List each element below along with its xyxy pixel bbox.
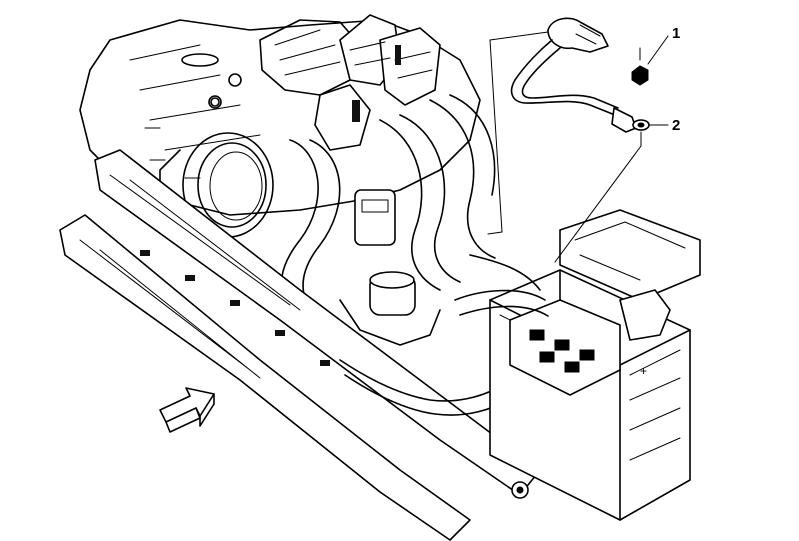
- battery-cables: [454, 254, 549, 317]
- leader-lines: [487, 31, 642, 263]
- front-direction-arrow: [159, 387, 215, 433]
- wiring-connectors: [314, 14, 441, 151]
- fuel-pump: [339, 189, 441, 346]
- callout-2: 2: [672, 117, 680, 134]
- fuse-block: [509, 299, 621, 396]
- callout-1: 1: [672, 25, 680, 42]
- terminal-cover: [619, 289, 671, 341]
- fasteners: [210, 97, 529, 499]
- radiator-support-rail: [59, 149, 541, 541]
- callout-leaders: [647, 35, 669, 126]
- stud: [632, 119, 650, 131]
- ground-strap: [510, 17, 637, 133]
- svg-text:+: +: [640, 364, 647, 378]
- battery-tray: [559, 209, 701, 301]
- intake-runners: [280, 94, 496, 313]
- nut: [631, 47, 649, 86]
